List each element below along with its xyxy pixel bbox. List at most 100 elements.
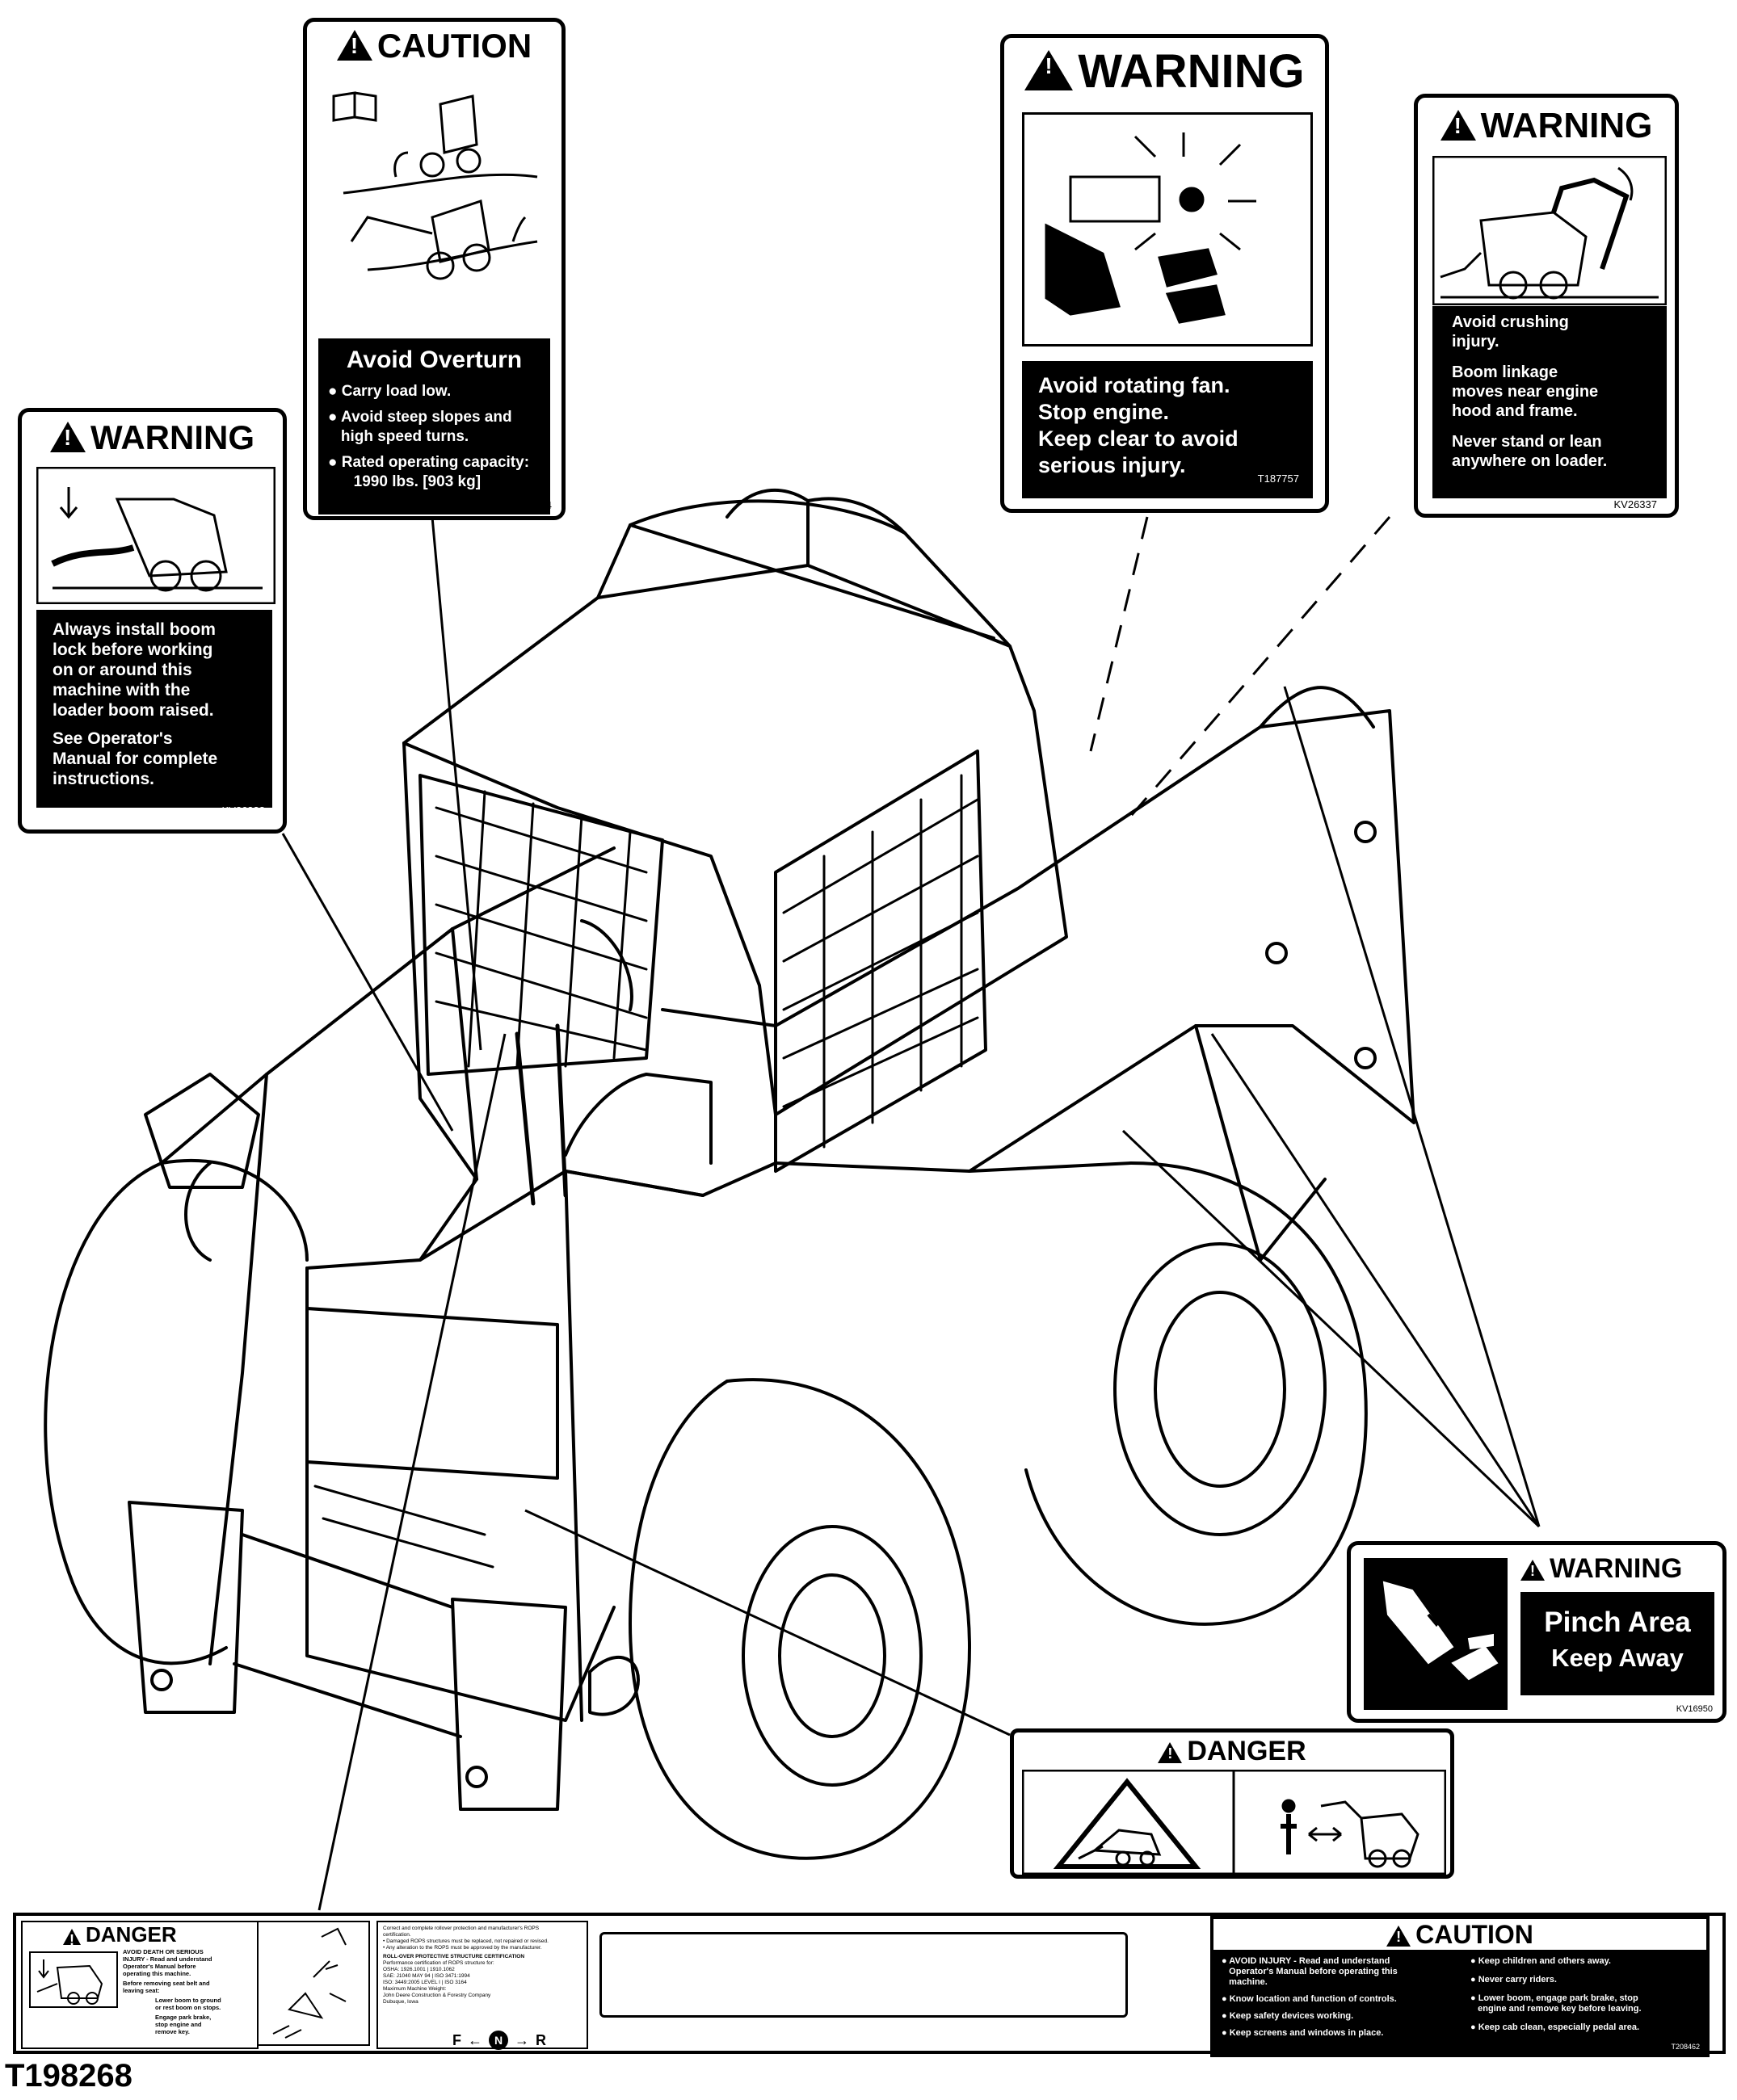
danger-bottom-line-7: Lower boom to ground <box>155 1997 221 2004</box>
caution-header: CAUTION <box>307 27 561 65</box>
person-icon <box>1281 1814 1297 1854</box>
caution-left-2: Operator's Manual before operating this <box>1222 1967 1398 1976</box>
crushing-line-8: Never stand or lean <box>1452 433 1602 451</box>
danger-triangle-icon <box>1158 1742 1183 1763</box>
danger-bottom-line-9: Engage park brake, <box>155 2014 212 2021</box>
rops-line-7: OSHA: 1926.1001 | 1910.1062 <box>383 1967 455 1972</box>
warning-triangle-icon <box>1024 50 1074 90</box>
boom-lock-line-2: lock before working <box>53 640 213 659</box>
caution-left-6: ● Keep screens and windows in place. <box>1222 2028 1384 2038</box>
rops-line-8: SAE: J1040 MAY 94 | ISO 3471:1994 <box>383 1973 470 1979</box>
fan-text-panel: Avoid rotating fan. Stop engine. Keep cl… <box>1022 361 1313 498</box>
caution-right-1: ● Keep children and others away. <box>1470 1956 1611 1966</box>
boom-lock-line-5: loader boom raised. <box>53 701 214 720</box>
caution-right-3: ● Lower boom, engage park brake, stop <box>1470 1993 1638 2003</box>
leader-pinch-1 <box>1283 686 1541 1527</box>
boom-lock-line-3: on or around this <box>53 661 192 679</box>
danger-bottom-pictogram <box>29 1951 118 2008</box>
pinch-area-text: Pinch Area <box>1544 1606 1691 1638</box>
leader-warning-fan <box>1089 516 1149 752</box>
boom-lock-line-9: instructions. <box>53 770 155 788</box>
caution-right-2: ● Never carry riders. <box>1470 1975 1557 1984</box>
boom-lock-line-1: Always install boom <box>53 620 216 639</box>
right-rear-tire <box>1024 1161 1368 1626</box>
boom-lock-text-panel: Always install boom lock before working … <box>36 610 272 808</box>
warning-triangle-icon <box>50 422 86 452</box>
boom-lock-pictogram <box>36 467 275 604</box>
rops-line-2: certification. <box>383 1932 411 1938</box>
caution-bottom-code: T208462 <box>1671 2043 1700 2051</box>
reverse-label: R <box>536 2031 546 2048</box>
blank-serial-plate <box>599 1932 1128 2018</box>
fan-line-2: Stop engine. <box>1038 400 1169 424</box>
leader-pinch-3 <box>1121 1129 1541 1528</box>
pinch-hand-icon <box>1364 1558 1508 1710</box>
overturn-line-5: 1990 lbs. [903 kg] <box>328 473 482 490</box>
warning-triangle-icon <box>1520 1560 1545 1581</box>
rops-certification-plate: Correct and complete rollover protection… <box>376 1921 588 2049</box>
boom-lock-code: KV26338 <box>221 804 266 817</box>
rops-line-4: • Any alteration to the ROPS must be app… <box>383 1945 542 1951</box>
leader-danger-boom <box>524 1509 1011 1737</box>
crushing-spacer-1 <box>1452 351 1647 363</box>
operator-cab <box>402 488 1068 1206</box>
forward-label: F <box>452 2031 461 2048</box>
pinch-text-panel: Pinch Area Keep Away <box>1520 1592 1714 1695</box>
leader-caution-overturn <box>431 516 482 1051</box>
front-attachment-plate <box>128 1307 640 1811</box>
warning-boom-lock-decal: WARNING Always install boom lock before … <box>18 408 287 834</box>
forward-arrow-icon: ← <box>468 2031 482 2048</box>
warning-pinch-decal: WARNING Pinch Area Keep Away KV16950 <box>1347 1541 1726 1723</box>
crushing-text-panel: Avoid crushing injury. Boom linkage move… <box>1432 306 1667 498</box>
leader-warning-boom-lock <box>281 833 454 1132</box>
joystick-pattern-pictogram <box>257 1921 370 2046</box>
crushing-line-6: hood and frame. <box>1452 402 1578 420</box>
leader-warning-crushing <box>1129 516 1391 817</box>
caution-bottom-header: CAUTION <box>1213 1919 1706 1950</box>
warning-fan-decal: WARNING Avoid rotating fan. Stop engine.… <box>1000 34 1329 513</box>
caution-overturn-code: T208484 <box>510 499 552 511</box>
rotating-fan-pictogram <box>1022 112 1313 346</box>
caution-right-5: ● Keep cab clean, especially pedal area. <box>1470 2022 1640 2032</box>
crushing-line-1: Avoid crushing <box>1452 313 1569 331</box>
crushing-line-4: Boom linkage <box>1452 363 1558 381</box>
danger-bottom-text: AVOID DEATH OR SERIOUS INJURY - Read and… <box>123 1948 252 2035</box>
caution-left-4: ● Know location and function of controls… <box>1222 1994 1397 2004</box>
rops-line-1: Correct and complete rollover protection… <box>383 1926 540 1931</box>
danger-bottom-line-3: Operator's Manual before <box>123 1963 196 1970</box>
danger-bottom-decal: DANGER AVOID DEATH OR SERIOUS INJURY - R… <box>21 1921 259 2049</box>
pinch-code: KV16950 <box>1676 1704 1713 1714</box>
danger-bottom-header: DANGER <box>23 1922 257 1947</box>
fan-line-4: serious injury. <box>1038 453 1186 477</box>
overturn-line-3: high speed turns. <box>328 428 469 445</box>
rops-line-12: Dubuque, Iowa <box>383 1999 418 2005</box>
caution-triangle-icon <box>1386 1926 1411 1947</box>
overturn-line-1: ● Carry load low. <box>328 383 452 400</box>
crushing-pictogram <box>1432 156 1667 305</box>
neutral-badge: N <box>489 2031 508 2050</box>
warning-pinch-header: WARNING <box>1520 1553 1682 1585</box>
crushing-code: KV26337 <box>1613 498 1658 510</box>
warning-triangle-icon <box>1440 110 1476 141</box>
left-rear-tire <box>44 1158 309 1665</box>
caution-bottom-right-col: ● Keep children and others away. ● Never… <box>1470 1956 1697 2033</box>
rops-line-10: Maximum Machine Weight: <box>383 1986 447 1992</box>
danger-boom-pictograms <box>1022 1770 1446 1875</box>
danger-boom-decal: DANGER <box>1010 1728 1454 1879</box>
caution-overturn-text-panel: Avoid Overturn ● Carry load low. ● Avoid… <box>318 338 550 514</box>
danger-bottom-line-1: AVOID DEATH OR SERIOUS <box>123 1948 204 1955</box>
danger-bottom-line-5: Before removing seat belt and <box>123 1980 210 1987</box>
caution-left-1: ● AVOID INJURY - Read and understand <box>1222 1956 1390 1966</box>
overturn-line-4: ● Rated operating capacity: <box>328 454 530 471</box>
danger-bottom-line-10: stop engine and <box>155 2021 202 2028</box>
danger-triangle-icon <box>63 1929 81 1947</box>
danger-bottom-line-8: or rest boom on stops. <box>155 2004 221 2011</box>
warning-fan-header: WARNING <box>1004 44 1325 99</box>
crushing-spacer-2 <box>1452 421 1647 432</box>
danger-boom-header: DANGER <box>1014 1736 1450 1767</box>
boom-lock-spacer <box>53 720 256 729</box>
leader-pinch-2 <box>1210 1033 1541 1527</box>
boom-lock-line-7: See Operator's <box>53 729 173 748</box>
figure-id-label: T198268 <box>5 2058 132 2094</box>
